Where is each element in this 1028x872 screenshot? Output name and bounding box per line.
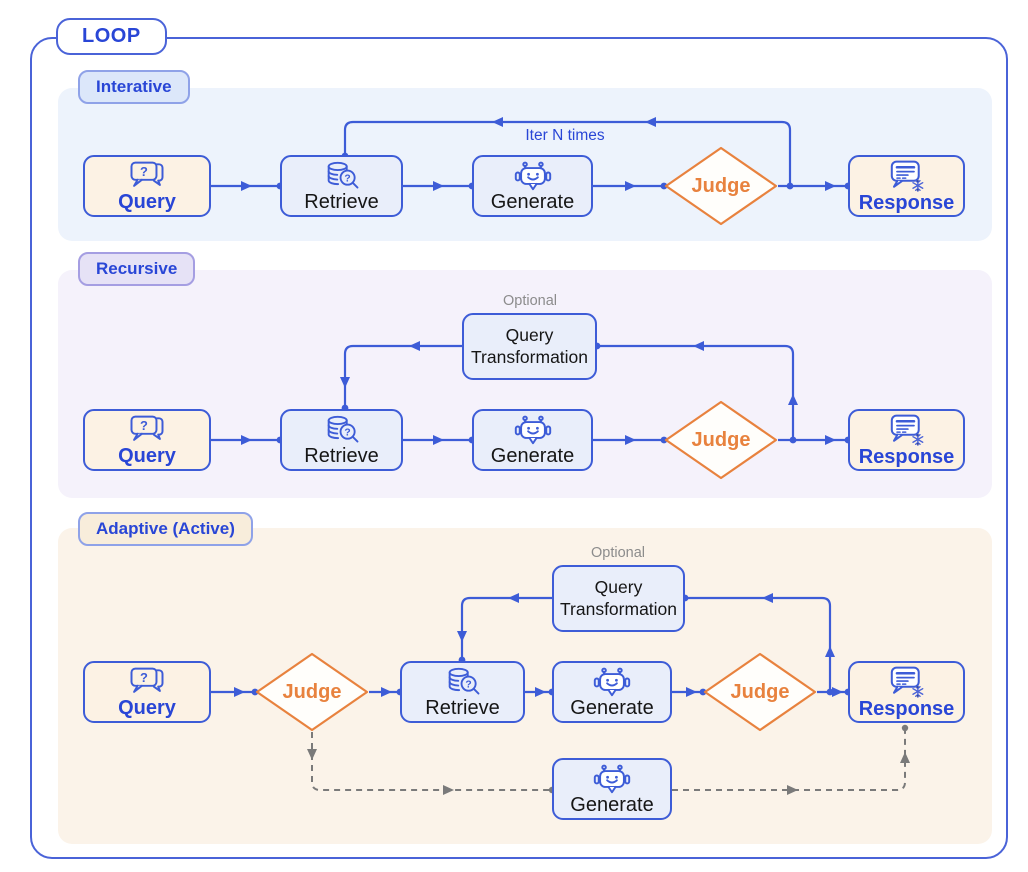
diamond-shape bbox=[664, 400, 778, 480]
adaptive-generate-node: Generate bbox=[552, 661, 672, 723]
node-label: Retrieve bbox=[304, 191, 379, 213]
node-label: Generate bbox=[490, 444, 575, 467]
loop-title-pill: LOOP bbox=[56, 18, 167, 55]
diamond-shape bbox=[255, 652, 369, 732]
node-label: Judge bbox=[730, 680, 790, 703]
node-label: Response bbox=[858, 698, 955, 720]
query-icon bbox=[127, 414, 167, 445]
iterative-query-node: Query bbox=[83, 155, 211, 217]
query-icon bbox=[127, 160, 167, 191]
recursive-query-transformation-node: Query Transformation bbox=[462, 313, 597, 380]
iter-n-times-label: Iter N times bbox=[525, 127, 604, 144]
database-search-icon bbox=[322, 414, 362, 445]
loop-title: LOOP bbox=[82, 25, 141, 47]
adaptive-query-transformation-node: Query Transformation bbox=[552, 565, 685, 632]
node-label: Retrieve bbox=[425, 697, 500, 719]
node-label: Generate bbox=[570, 696, 654, 719]
node-label: Response bbox=[858, 446, 955, 468]
recursive-generate-node: Generate bbox=[472, 409, 593, 471]
node-label: Query bbox=[118, 445, 176, 467]
recursive-optional-label: Optional bbox=[503, 293, 557, 309]
panel-adaptive-label: Adaptive (Active) bbox=[78, 512, 253, 546]
recursive-judge-node: Judge bbox=[664, 400, 778, 480]
iterative-response-node: Response bbox=[848, 155, 965, 217]
database-search-icon bbox=[322, 160, 362, 191]
iterative-judge-node: Judge bbox=[664, 146, 778, 226]
robot-icon bbox=[591, 667, 633, 697]
response-snowflake-icon bbox=[886, 413, 928, 446]
robot-icon bbox=[512, 161, 554, 191]
adaptive-judge-post-node: Judge bbox=[703, 652, 817, 732]
robot-icon bbox=[512, 415, 554, 445]
adaptive-judge-pre-node: Judge bbox=[255, 652, 369, 732]
iterative-generate-node: Generate bbox=[472, 155, 593, 217]
diamond-shape bbox=[664, 146, 778, 226]
panel-recursive-label: Recursive bbox=[78, 252, 196, 286]
response-snowflake-icon bbox=[886, 665, 928, 698]
adaptive-generate-fallback-node: Generate bbox=[552, 758, 672, 820]
recursive-query-node: Query bbox=[83, 409, 211, 471]
recursive-response-node: Response bbox=[848, 409, 965, 471]
response-snowflake-icon bbox=[886, 159, 928, 192]
node-label: Response bbox=[858, 192, 955, 214]
node-label: Judge bbox=[691, 428, 751, 451]
robot-icon bbox=[591, 764, 633, 794]
panel-iterative-label: Interative bbox=[78, 70, 190, 104]
panel-adaptive bbox=[58, 528, 992, 844]
adaptive-query-node: Query bbox=[83, 661, 211, 723]
iterative-retrieve-node: Retrieve bbox=[280, 155, 403, 217]
diamond-shape bbox=[703, 652, 817, 732]
adaptive-optional-label: Optional bbox=[591, 545, 645, 561]
node-label: Query bbox=[118, 191, 176, 213]
adaptive-retrieve-node: Retrieve bbox=[400, 661, 525, 723]
node-label: Judge bbox=[691, 174, 751, 197]
node-label: Generate bbox=[570, 793, 654, 816]
query-icon bbox=[127, 666, 167, 697]
recursive-retrieve-node: Retrieve bbox=[280, 409, 403, 471]
node-label: Generate bbox=[490, 190, 575, 213]
node-label: Judge bbox=[282, 680, 342, 703]
node-label: Query bbox=[118, 697, 176, 719]
database-search-icon bbox=[443, 666, 483, 697]
node-label: Retrieve bbox=[304, 445, 379, 467]
adaptive-response-node: Response bbox=[848, 661, 965, 723]
